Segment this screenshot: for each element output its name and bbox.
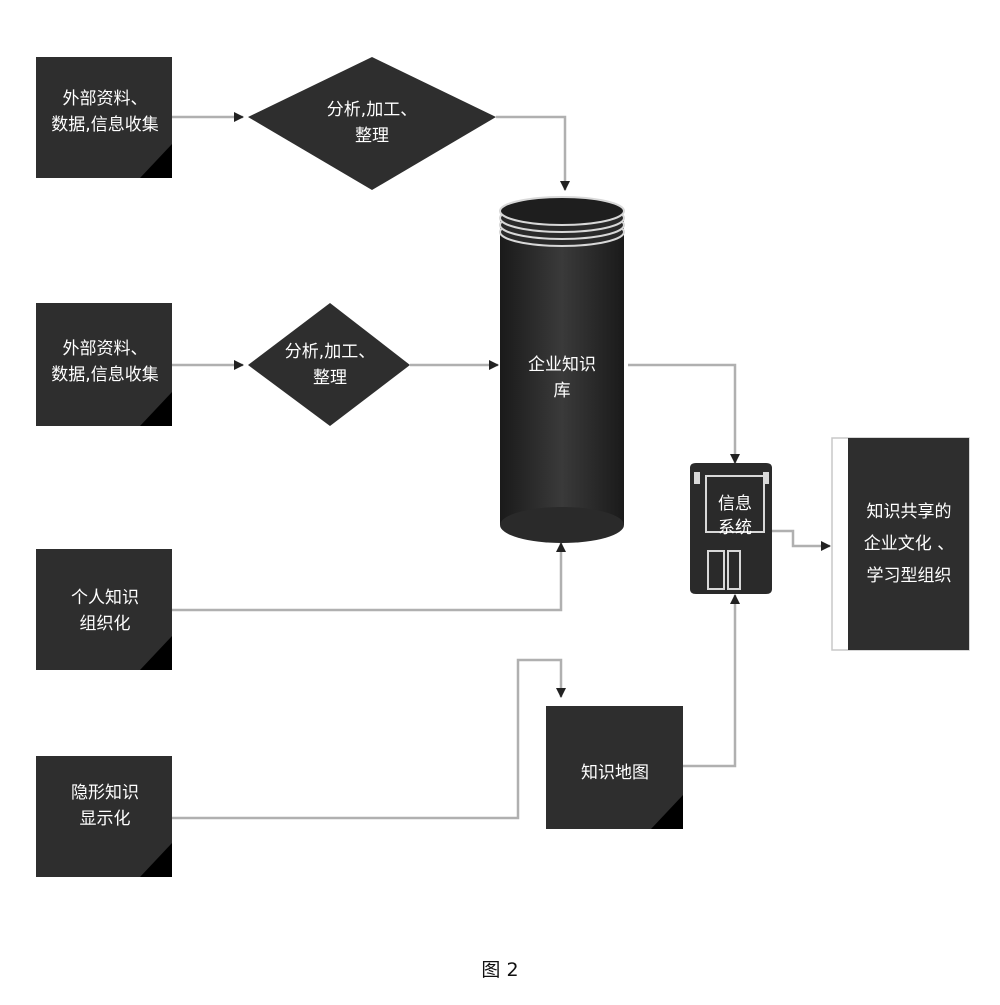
info-system-device bbox=[690, 463, 772, 594]
source-box-2-label: 外部资料、 数据,信息收集 bbox=[51, 339, 159, 385]
culture-panel bbox=[831, 437, 970, 651]
tacit-knowledge-label: 隐形知识 显示化 bbox=[71, 783, 139, 829]
arrow-database-to-infosystem bbox=[628, 363, 740, 464]
database-cylinder bbox=[499, 196, 625, 543]
info-system-label: 信息 系统 bbox=[718, 494, 752, 538]
tacit-knowledge-box bbox=[36, 756, 172, 877]
process-diamond-1 bbox=[248, 57, 496, 190]
personal-knowledge-label: 个人知识 组织化 bbox=[71, 588, 139, 634]
arrow-process1-to-database bbox=[496, 115, 570, 191]
arrow-personal-to-database bbox=[172, 542, 566, 612]
process-diamond-2-label: 分析,加工、 整理 bbox=[284, 342, 376, 388]
database-label: 企业知识 库 bbox=[528, 355, 596, 401]
arrow-infosystem-to-culture bbox=[772, 529, 831, 551]
source-box-2 bbox=[36, 303, 172, 426]
source-box-1 bbox=[36, 57, 172, 178]
source-box-1-label: 外部资料、 数据,信息收集 bbox=[51, 89, 159, 135]
connectors bbox=[172, 112, 831, 820]
arrow-map-to-infosystem bbox=[683, 594, 740, 768]
process-diamond-1-label: 分析,加工、 整理 bbox=[326, 100, 418, 146]
knowledge-map-box bbox=[546, 706, 683, 829]
personal-knowledge-box bbox=[36, 549, 172, 670]
knowledge-map-label: 知识地图 bbox=[581, 763, 649, 783]
figure-caption: 图 2 bbox=[481, 959, 519, 981]
process-diamond-2 bbox=[248, 303, 410, 426]
culture-panel-label: 知识共享的 企业文化 、 学习型组织 bbox=[863, 502, 955, 586]
arrow-tacit-to-map bbox=[172, 658, 566, 820]
